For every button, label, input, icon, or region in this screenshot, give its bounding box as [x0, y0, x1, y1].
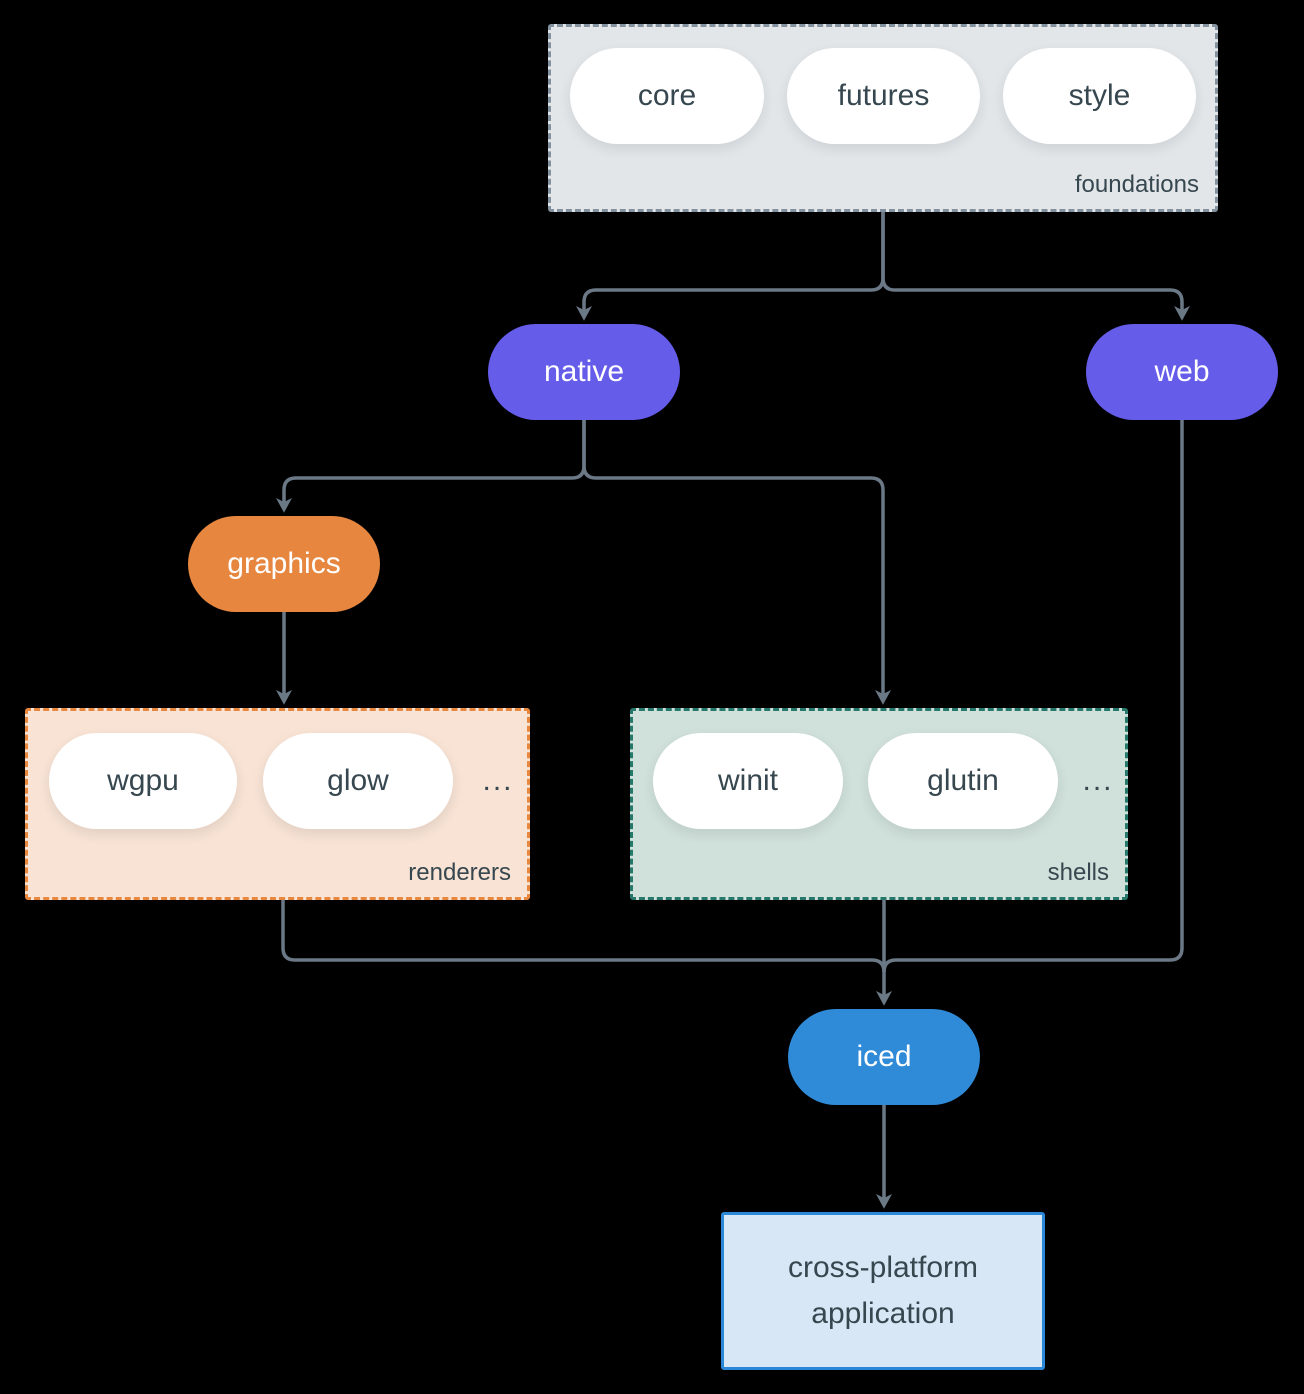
- pill-style: style: [1003, 48, 1196, 144]
- edge-native-to-shells: [582, 420, 892, 705]
- web-node-label: web: [1154, 355, 1210, 388]
- edge-native-to-graphics: [275, 420, 586, 513]
- pill-glow-label: glow: [327, 764, 389, 797]
- graphics-node-label: graphics: [227, 547, 341, 580]
- renderers-group-box: wgpu glow ... renderers: [25, 708, 530, 900]
- shells-group-box: winit glutin ... shells: [630, 708, 1128, 900]
- pill-glutin-label: glutin: [927, 764, 999, 797]
- pill-futures-label: futures: [837, 79, 930, 112]
- edge-renderers-to-merge: [281, 900, 886, 973]
- shells-ellipsis: ...: [1082, 764, 1114, 797]
- shells-label: shells: [1047, 859, 1109, 886]
- native-node: native: [488, 324, 680, 420]
- graphics-node: graphics: [188, 516, 380, 612]
- web-node: web: [1086, 324, 1278, 420]
- renderers-label: renderers: [408, 859, 511, 886]
- pill-style-label: style: [1068, 79, 1131, 112]
- foundations-label: foundations: [1074, 171, 1199, 198]
- native-node-label: native: [543, 355, 625, 388]
- pill-glutin: glutin: [868, 733, 1058, 829]
- application-label: cross-platform application: [787, 1250, 979, 1331]
- foundations-group-box: core futures style foundations: [548, 24, 1218, 212]
- pill-wgpu-label: wgpu: [107, 764, 179, 797]
- pill-core-label: core: [637, 79, 697, 112]
- renderers-ellipsis: ...: [482, 764, 514, 797]
- pill-winit-label: winit: [717, 764, 778, 797]
- pill-futures: futures: [787, 48, 980, 144]
- application-box: cross-platform application: [721, 1212, 1045, 1370]
- edge-foundations-to-web: [881, 212, 1191, 321]
- pill-core: core: [570, 48, 764, 144]
- pill-wgpu: wgpu: [49, 733, 237, 829]
- pill-glow: glow: [263, 733, 453, 829]
- iced-node-label: iced: [856, 1040, 912, 1073]
- iced-node: iced: [788, 1009, 980, 1105]
- pill-winit: winit: [653, 733, 843, 829]
- edge-foundations-to-native: [575, 212, 885, 321]
